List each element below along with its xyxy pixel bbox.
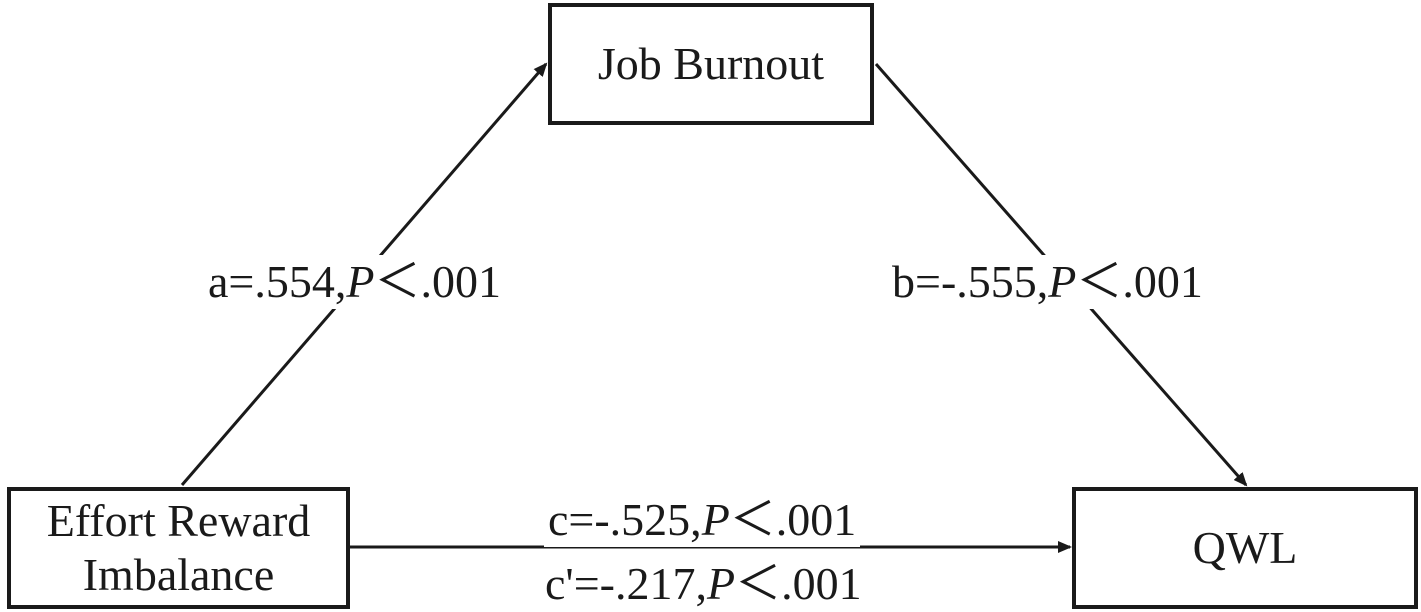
node-effort-reward-imbalance: Effort Reward Imbalance xyxy=(7,487,350,609)
node-effort-reward-imbalance-line1: Effort Reward xyxy=(46,495,311,547)
path-c-prime-coefficient: c'=-.217, xyxy=(545,558,707,609)
node-qwl-label: QWL xyxy=(1192,522,1298,574)
path-b-label: b=-.555,P＜.001 xyxy=(888,255,1207,309)
path-a-p-symbol: P xyxy=(346,256,375,307)
path-c-p-value: ＜.001 xyxy=(729,494,857,545)
path-c-label: c=-.525,P＜.001 xyxy=(544,493,861,547)
node-job-burnout-label: Job Burnout xyxy=(597,38,825,90)
path-a-coefficient: a=.554, xyxy=(208,256,347,307)
path-b-p-value: ＜.001 xyxy=(1076,256,1203,307)
path-a-label: a=.554,P＜.001 xyxy=(204,255,505,309)
node-qwl: QWL xyxy=(1072,487,1418,609)
path-b-coefficient: b=-.555, xyxy=(892,256,1049,307)
path-c-prime-p-value: ＜.001 xyxy=(735,558,862,609)
path-c-p-symbol: P xyxy=(701,494,730,545)
path-a-p-value: ＜.001 xyxy=(374,256,501,307)
path-b-p-symbol: P xyxy=(1048,256,1077,307)
node-job-burnout: Job Burnout xyxy=(548,3,874,125)
path-c-coefficient: c=-.525, xyxy=(548,494,702,545)
node-effort-reward-imbalance-line2: Imbalance xyxy=(82,549,275,600)
path-c-prime-label: c'=-.217,P＜.001 xyxy=(541,557,866,611)
path-c-prime-p-symbol: P xyxy=(706,558,736,609)
